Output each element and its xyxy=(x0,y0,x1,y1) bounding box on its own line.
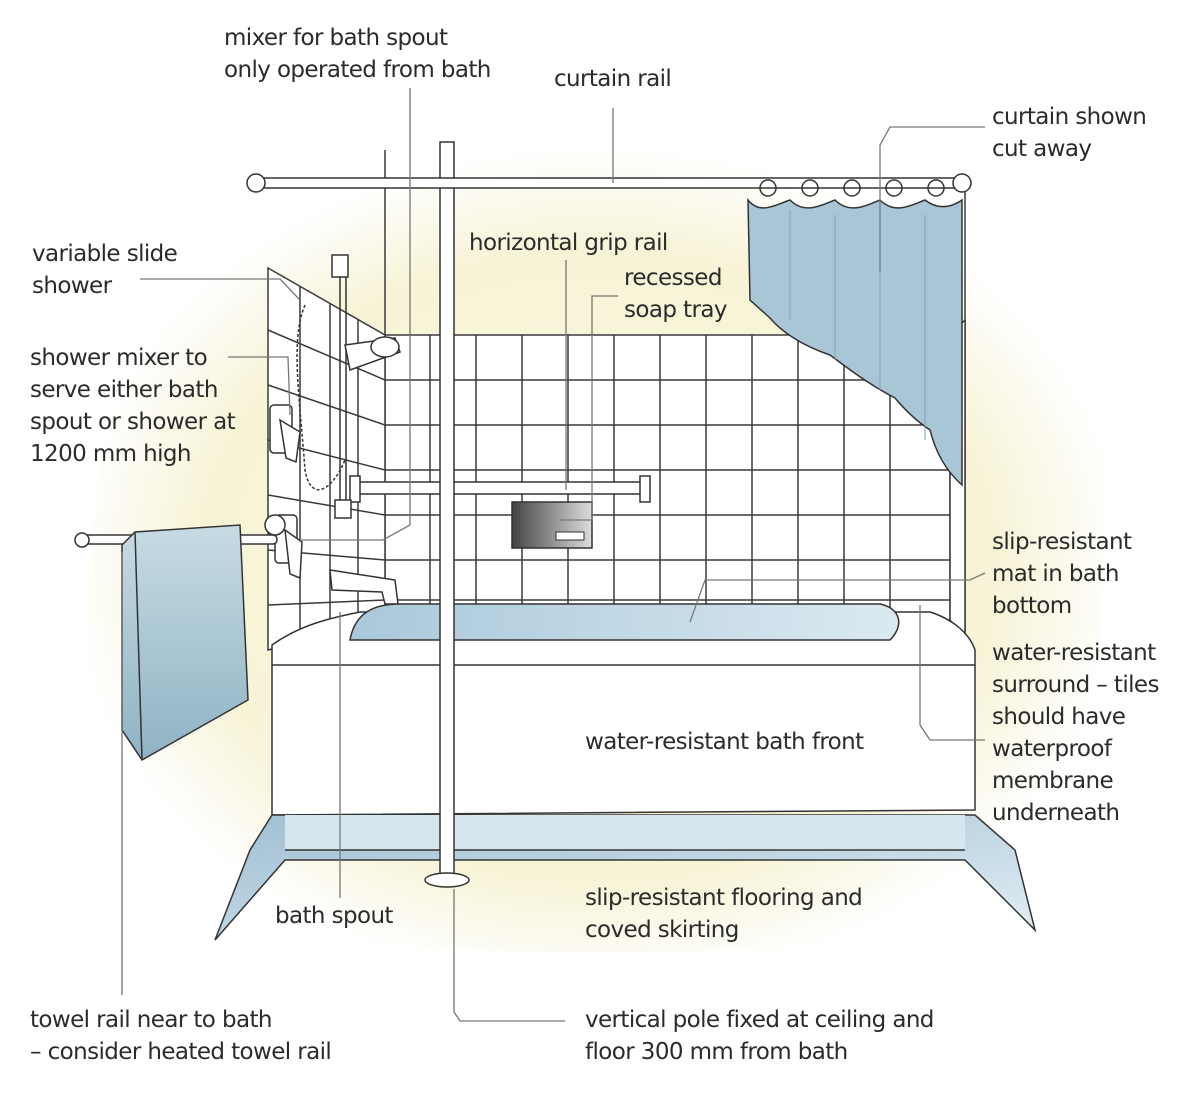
side-wall-tiles xyxy=(267,266,386,651)
leader-lines xyxy=(121,88,986,1022)
label-horizontal-grip-rail: horizontal grip rail xyxy=(469,230,668,256)
towel-rail-drawing xyxy=(74,514,286,761)
label-curtain-cut-away: curtain shown cut away xyxy=(992,104,1147,162)
label-towel-rail: towel rail near to bath – consider heate… xyxy=(30,1007,332,1065)
floor xyxy=(214,814,1037,941)
soap-tray xyxy=(511,501,593,549)
vertical-pole xyxy=(424,141,470,888)
curtain-rail-drawing xyxy=(246,173,972,193)
label-variable-slide-shower: variable slide shower xyxy=(32,241,178,299)
bath-spout xyxy=(329,569,399,605)
grip-rail xyxy=(349,475,651,503)
label-vertical-pole: vertical pole fixed at ceiling and floor… xyxy=(585,1007,934,1065)
label-curtain-rail: curtain rail xyxy=(554,66,672,92)
label-slip-resistant-mat: slip-resistant mat in bath bottom xyxy=(992,529,1132,619)
label-recessed-soap-tray: recessed soap tray xyxy=(624,265,727,323)
label-slip-resistant-flooring: slip-resistant flooring and coved skirti… xyxy=(585,885,863,943)
back-wall-tiles xyxy=(384,150,966,640)
label-water-resistant-bath-front: water-resistant bath front xyxy=(585,729,864,755)
label-shower-mixer: shower mixer to serve either bath spout … xyxy=(30,345,236,467)
slide-shower xyxy=(296,254,401,519)
bath xyxy=(271,603,976,816)
curtain xyxy=(747,179,963,487)
label-water-resistant-surround: water-resistant surround – tiles should … xyxy=(992,640,1159,826)
label-bath-spout: bath spout xyxy=(275,903,393,929)
label-mixer-bath-spout: mixer for bath spout only operated from … xyxy=(224,25,491,83)
